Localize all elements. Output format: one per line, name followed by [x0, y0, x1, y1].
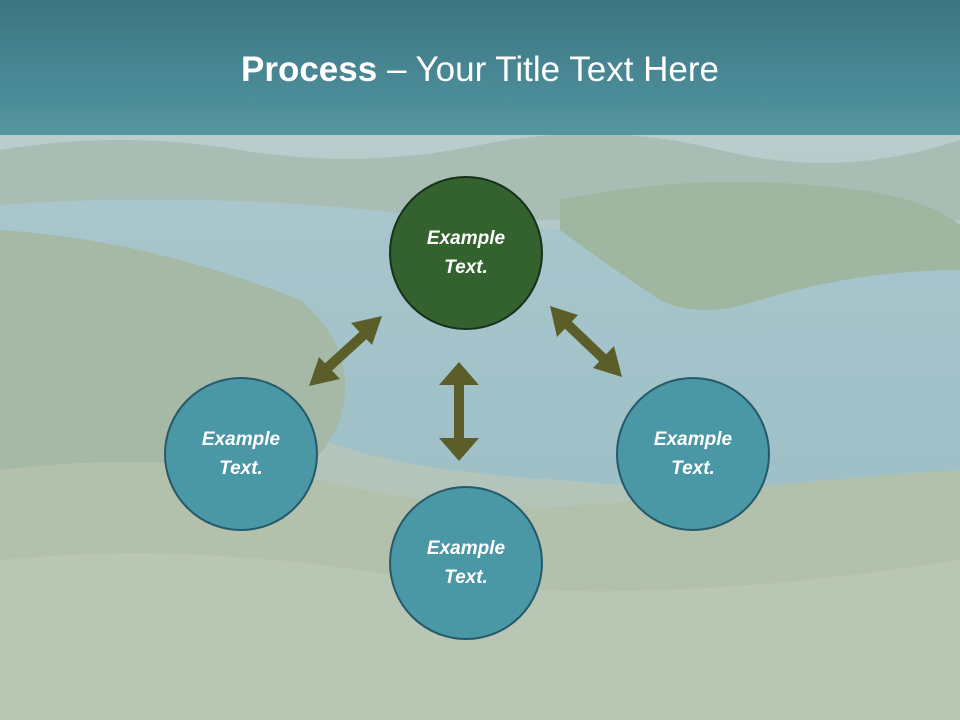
title-bold-part: Process [241, 50, 378, 89]
center-circle[interactable]: Example Text. [389, 176, 543, 330]
title-rest-part: – Your Title Text Here [377, 50, 719, 89]
double-arrow-vertical-icon [439, 362, 479, 461]
bottom-circle[interactable]: Example Text. [389, 486, 543, 640]
double-arrow-upper-left-icon [309, 316, 382, 386]
center-circle-text: Example Text. [426, 228, 506, 278]
left-circle[interactable]: Example Text. [164, 377, 318, 531]
left-circle-text: Example Text. [201, 429, 281, 479]
double-arrow-upper-right-icon [550, 306, 622, 377]
title-band [0, 0, 960, 135]
bottom-circle-text: Example Text. [426, 538, 506, 588]
slide-title: Process – Your Title Text Here [0, 50, 960, 90]
right-circle[interactable]: Example Text. [616, 377, 770, 531]
right-circle-text: Example Text. [653, 429, 733, 479]
